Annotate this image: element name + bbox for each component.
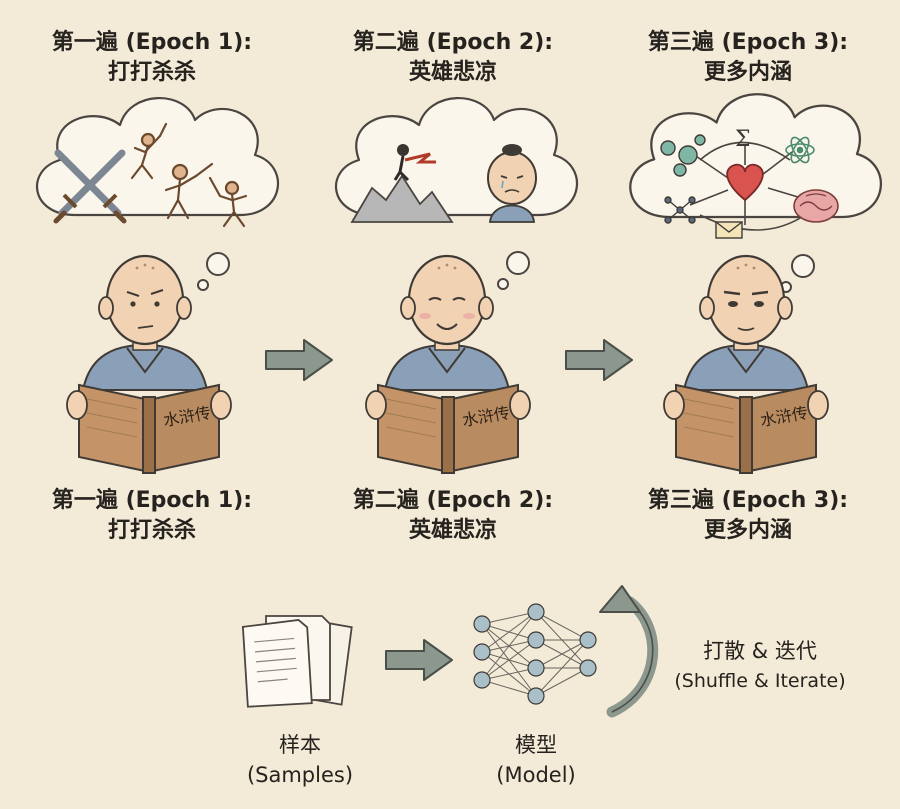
- neural-network-icon: [473, 603, 597, 705]
- thought-bubble-dot: [497, 278, 509, 290]
- envelope-icon: [715, 221, 743, 239]
- epoch-2-subtitle: 英雄悲凉: [408, 60, 497, 85]
- thought-bubble-dot: [206, 252, 230, 276]
- epoch-1-top-caption: 第一遍 (Epoch 1): 打打杀杀: [2, 28, 302, 88]
- book-1: [66, 384, 232, 474]
- epoch-2-title: 第二遍 (Epoch 2):: [352, 488, 554, 513]
- samples-label: 样本 (Samples): [220, 730, 380, 790]
- atom-icon: [785, 136, 815, 164]
- model-subtitle: (Model): [496, 763, 576, 787]
- mountain-hero-icon: [350, 144, 454, 223]
- epoch-1-title: 第一遍 (Epoch 1):: [51, 30, 253, 55]
- epoch-2-top-caption: 第二遍 (Epoch 2): 英雄悲凉: [303, 28, 603, 88]
- model-title: 模型: [515, 733, 557, 757]
- epoch-2-title: 第二遍 (Epoch 2):: [352, 30, 554, 55]
- documents-icon: [241, 615, 353, 708]
- monk-figure-1: [81, 254, 209, 392]
- concept-network-icon: [689, 141, 809, 231]
- molecule-icon: [660, 134, 706, 177]
- epoch-3-title: 第三遍 (Epoch 3):: [647, 488, 849, 513]
- iterate-loop-arrow-icon: [599, 585, 659, 718]
- graph-nodes-icon: [664, 196, 696, 224]
- sad-monk-icon: [487, 144, 537, 223]
- sigma-icon: Σ: [735, 127, 751, 152]
- thought-bubble-dot: [791, 254, 815, 278]
- epoch-1-bottom-caption: 第一遍 (Epoch 1): 打打杀杀: [2, 486, 302, 546]
- epoch-3-bottom-caption: 第三遍 (Epoch 3): 更多内涵: [598, 486, 898, 546]
- epoch-3-subtitle: 更多内涵: [703, 518, 792, 543]
- samples-to-model-arrow: [385, 639, 453, 681]
- epoch-3-title: 第三遍 (Epoch 3):: [647, 30, 849, 55]
- model-label: 模型 (Model): [456, 730, 616, 790]
- epoch-1-subtitle: 打打杀杀: [107, 518, 196, 543]
- samples-subtitle: (Samples): [246, 763, 354, 787]
- epoch-3-top-caption: 第三遍 (Epoch 3): 更多内涵: [598, 28, 898, 88]
- epoch-1-title: 第一遍 (Epoch 1):: [51, 488, 253, 513]
- crossed-swords-icon: [53, 149, 127, 224]
- thought-bubble-dot: [197, 279, 209, 291]
- progress-arrow-2: [565, 339, 633, 381]
- monk-figure-2: [383, 254, 511, 392]
- epoch-2-bottom-caption: 第二遍 (Epoch 2): 英雄悲凉: [303, 486, 603, 546]
- shuffle-subtitle: (Shuffle & Iterate): [674, 670, 846, 692]
- heart-icon: [726, 163, 764, 202]
- brain-icon: [793, 189, 839, 223]
- samples-title: 样本: [279, 733, 321, 757]
- shuffle-label: 打散 & 迭代 (Shuffle & Iterate): [660, 636, 860, 696]
- thought-bubble-dot: [506, 251, 530, 275]
- fighter-figure-icon: [130, 122, 248, 228]
- book-2: [365, 384, 531, 474]
- book-3: [663, 384, 829, 474]
- epoch-2-subtitle: 英雄悲凉: [408, 518, 497, 543]
- monk-figure-3: [682, 254, 810, 392]
- progress-arrow-1: [265, 339, 333, 381]
- shuffle-title: 打散 & 迭代: [703, 639, 817, 663]
- epoch-1-subtitle: 打打杀杀: [107, 60, 196, 85]
- epoch-3-subtitle: 更多内涵: [703, 60, 792, 85]
